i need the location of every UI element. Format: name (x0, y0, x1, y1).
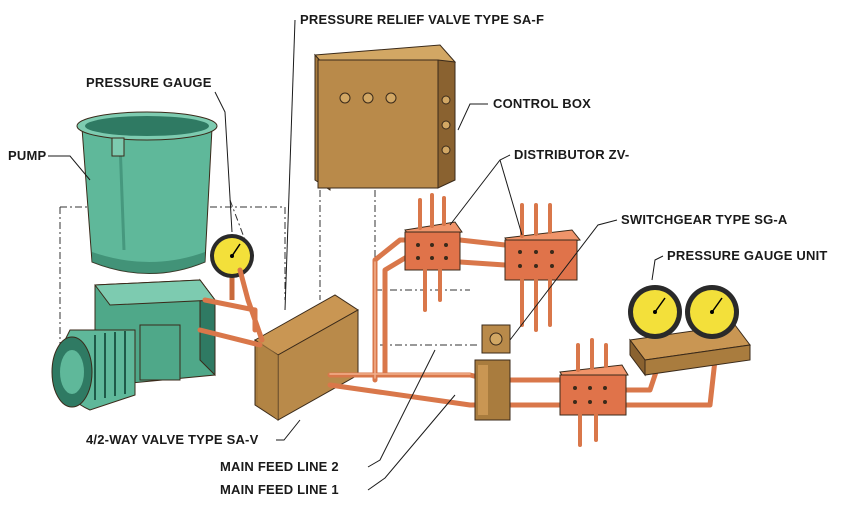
label-main-feed-line-1: MAIN FEED LINE 1 (220, 482, 339, 497)
pipes (197, 237, 718, 408)
signal-lines (59, 190, 480, 350)
switchgear (474, 324, 511, 421)
leader-lines (48, 19, 664, 491)
label-distributor: DISTRIBUTOR ZV- (514, 147, 629, 162)
label-control-box: CONTROL BOX (493, 96, 591, 111)
distributor-2 (504, 203, 581, 332)
distributor-1 (404, 193, 463, 312)
label-pressure-relief-valve: PRESSURE RELIEF VALVE TYPE SA-F (300, 12, 544, 27)
label-pump: PUMP (8, 148, 46, 163)
label-way-valve: 4/2-WAY VALVE TYPE SA-V (86, 432, 259, 447)
control-box (313, 44, 457, 191)
label-pressure-gauge-unit: PRESSURE GAUGE UNIT (667, 248, 828, 263)
pressure-gauge (210, 234, 254, 300)
label-switchgear: SWITCHGEAR TYPE SG-A (621, 212, 788, 227)
distributor-3 (559, 338, 629, 447)
pressure-gauge-unit (628, 285, 751, 377)
pump (51, 111, 218, 411)
label-pressure-gauge: PRESSURE GAUGE (86, 75, 212, 90)
label-main-feed-line-2: MAIN FEED LINE 2 (220, 459, 339, 474)
way-valve (254, 294, 359, 421)
labels: PRESSURE RELIEF VALVE TYPE SA-F PRESSURE… (8, 12, 828, 497)
